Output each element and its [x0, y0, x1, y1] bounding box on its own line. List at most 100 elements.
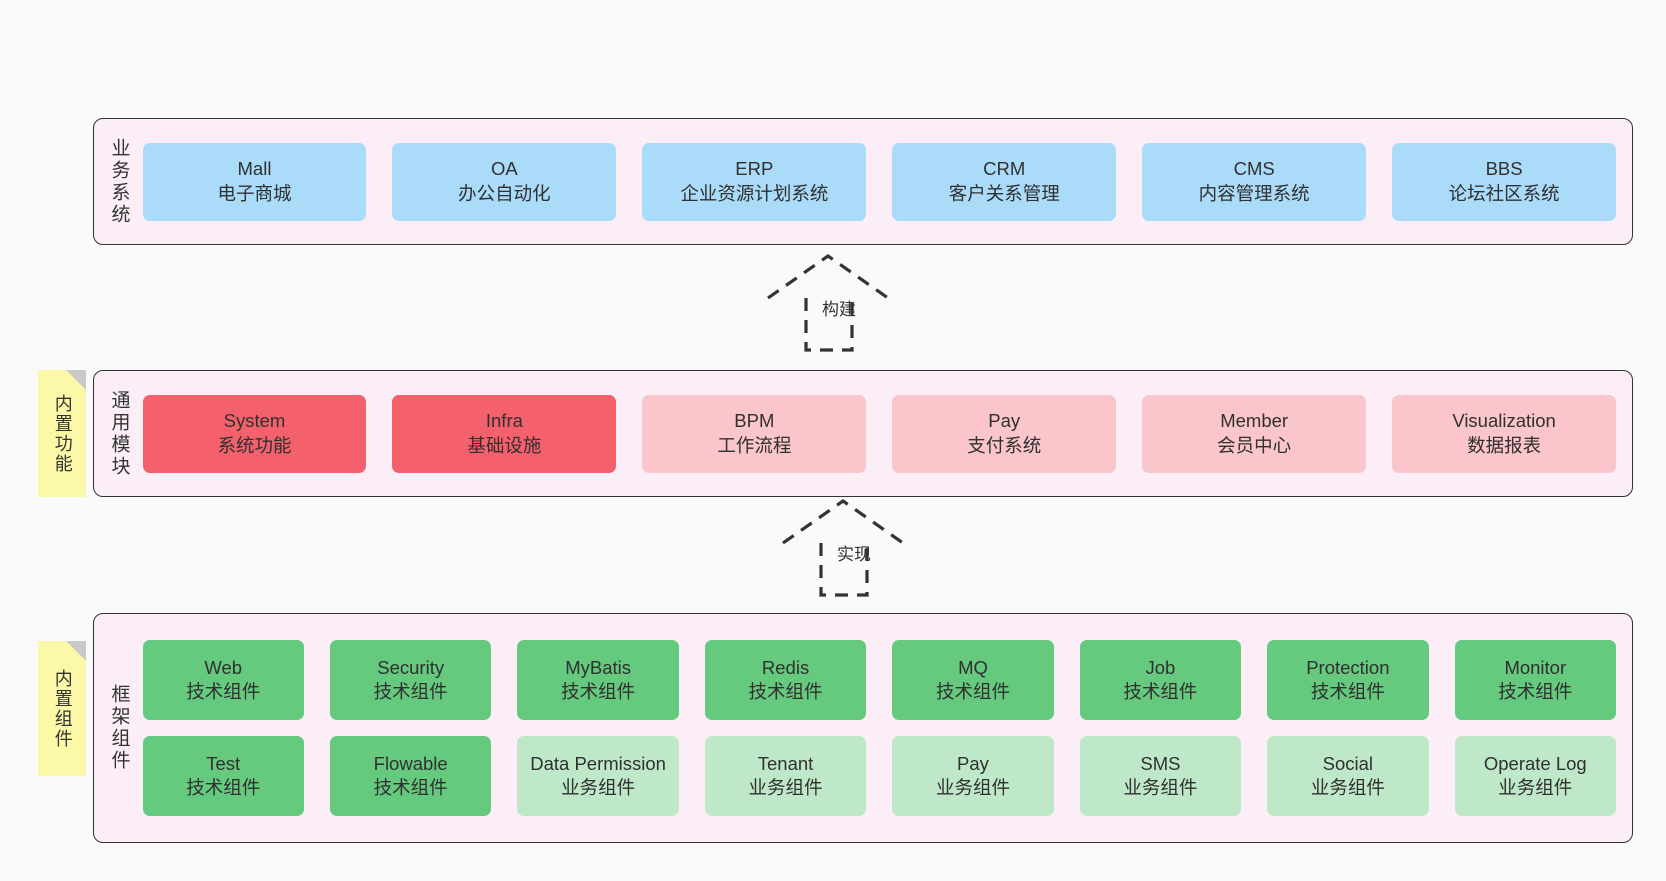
card-member[interactable]: Member 会员中心	[1142, 394, 1367, 473]
card-subtitle: 技术组件	[373, 777, 448, 798]
card-title: MQ	[958, 656, 988, 678]
card-mall[interactable]: Mall 电子商城	[142, 142, 367, 221]
card-subtitle: 工作流程	[717, 434, 792, 456]
card-subtitle: 客户关系管理	[948, 182, 1060, 204]
card-subtitle: 会员中心	[1217, 434, 1292, 456]
card-title: Data Permission	[530, 752, 666, 774]
card-subtitle: 技术组件	[373, 681, 448, 702]
card-bpm[interactable]: BPM 工作流程	[642, 394, 867, 473]
note-builtin-component: 内置组件	[38, 641, 86, 776]
card-subtitle: 业务组件	[748, 777, 823, 798]
card-title: System	[223, 410, 286, 432]
card-title: CRM	[983, 158, 1026, 180]
card-subtitle: 业务组件	[1498, 777, 1573, 798]
dashed-generalization-arrow-icon	[767, 254, 889, 352]
card-subtitle: 技术组件	[935, 681, 1010, 702]
card-title: Pay	[988, 410, 1021, 432]
card-sms[interactable]: SMS 业务组件	[1079, 736, 1242, 816]
card-subtitle: 系统功能	[217, 434, 292, 456]
note-fold-corner-icon	[66, 641, 86, 661]
card-title: BBS	[1485, 158, 1523, 180]
card-subtitle: 数据报表	[1467, 434, 1542, 456]
connector-build-label: 构建	[822, 300, 856, 319]
card-mybatis[interactable]: MyBatis 技术组件	[517, 640, 679, 720]
layer-framework-components: 框架组件 Web 技术组件 Security 技术组件 MyBatis 技术组件…	[93, 613, 1633, 843]
card-test[interactable]: Test 技术组件	[142, 736, 304, 816]
card-title: OA	[491, 158, 518, 180]
framework-card-row-1: Web 技术组件 Security 技术组件 MyBatis 技术组件 Redi…	[142, 640, 1617, 720]
card-oa[interactable]: OA 办公自动化	[392, 142, 617, 221]
card-subtitle: 业务组件	[561, 777, 636, 798]
card-title: Monitor	[1504, 656, 1567, 678]
dashed-generalization-arrow-icon	[782, 499, 904, 597]
card-subtitle: 技术组件	[1310, 681, 1385, 702]
card-redis[interactable]: Redis 技术组件	[704, 640, 867, 720]
card-subtitle: 办公自动化	[458, 182, 551, 204]
card-title: Member	[1220, 410, 1289, 432]
card-title: Security	[377, 656, 445, 678]
card-operate-log[interactable]: Operate Log 业务组件	[1454, 736, 1617, 816]
connector-implement-label: 实现	[837, 545, 871, 564]
card-visualization[interactable]: Visualization 数据报表	[1392, 394, 1617, 473]
card-title: Job	[1145, 656, 1176, 678]
framework-card-row-2: Test 技术组件 Flowable 技术组件 Data Permission …	[142, 736, 1617, 816]
card-title: MyBatis	[565, 656, 631, 678]
layer-common-modules: 通用模块 System 系统功能 Infra 基础设施 BPM 工作流程 Pay…	[93, 370, 1633, 497]
card-web[interactable]: Web 技术组件	[142, 640, 304, 720]
card-subtitle: 业务组件	[1310, 777, 1385, 798]
connector-build: 构建	[760, 250, 960, 360]
card-pay-component[interactable]: Pay 业务组件	[892, 736, 1054, 816]
card-subtitle: 技术组件	[186, 681, 261, 702]
card-title: Operate Log	[1483, 752, 1587, 774]
card-system[interactable]: System 系统功能	[142, 394, 367, 473]
card-title: Pay	[957, 752, 989, 774]
card-title: Test	[206, 752, 241, 774]
layer-common-title: 通用模块	[108, 389, 130, 478]
card-infra[interactable]: Infra 基础设施	[392, 394, 617, 473]
card-protection[interactable]: Protection 技术组件	[1267, 640, 1429, 720]
business-cards-area: Mall 电子商城 OA 办公自动化 ERP 企业资源计划系统 CRM 客户关系…	[135, 119, 1632, 244]
card-subtitle: 内容管理系统	[1198, 182, 1310, 204]
note-builtin-component-label: 内置组件	[52, 668, 73, 749]
card-title: Mall	[237, 158, 272, 180]
card-subtitle: 业务组件	[935, 777, 1010, 798]
card-social[interactable]: Social 业务组件	[1267, 736, 1429, 816]
card-title: Visualization	[1452, 410, 1556, 432]
business-card-row: Mall 电子商城 OA 办公自动化 ERP 企业资源计划系统 CRM 客户关系…	[142, 142, 1617, 221]
card-title: Flowable	[373, 752, 448, 774]
card-monitor[interactable]: Monitor 技术组件	[1454, 640, 1617, 720]
card-title: Web	[204, 656, 243, 678]
layer-framework-title: 框架组件	[108, 684, 130, 772]
common-card-row: System 系统功能 Infra 基础设施 BPM 工作流程 Pay 支付系统…	[142, 394, 1617, 473]
card-erp[interactable]: ERP 企业资源计划系统	[642, 142, 867, 221]
card-title: Social	[1322, 752, 1374, 774]
card-security[interactable]: Security 技术组件	[329, 640, 492, 720]
card-title: SMS	[1140, 752, 1181, 774]
card-tenant[interactable]: Tenant 业务组件	[704, 736, 867, 816]
card-cms[interactable]: CMS 内容管理系统	[1142, 142, 1367, 221]
card-subtitle: 技术组件	[186, 777, 261, 798]
card-job[interactable]: Job 技术组件	[1079, 640, 1242, 720]
card-bbs[interactable]: BBS 论坛社区系统	[1392, 142, 1617, 221]
layer-business-systems: 业务系统 Mall 电子商城 OA 办公自动化 ERP 企业资源计划系统 CRM…	[93, 118, 1633, 245]
card-subtitle: 技术组件	[748, 681, 823, 702]
card-subtitle: 技术组件	[561, 681, 636, 702]
card-title: Tenant	[757, 752, 814, 774]
framework-cards-area: Web 技术组件 Security 技术组件 MyBatis 技术组件 Redi…	[135, 614, 1632, 842]
common-cards-area: System 系统功能 Infra 基础设施 BPM 工作流程 Pay 支付系统…	[135, 371, 1632, 496]
connector-implement: 实现	[775, 495, 975, 605]
card-subtitle: 技术组件	[1498, 681, 1573, 702]
note-fold-corner-icon	[66, 370, 86, 390]
card-subtitle: 论坛社区系统	[1448, 182, 1560, 204]
card-subtitle: 基础设施	[467, 434, 542, 456]
card-title: Infra	[485, 410, 523, 432]
card-crm[interactable]: CRM 客户关系管理	[892, 142, 1117, 221]
card-data-permission[interactable]: Data Permission 业务组件	[517, 736, 679, 816]
note-builtin-function-label: 内置功能	[52, 393, 73, 474]
card-title: Protection	[1306, 656, 1390, 678]
card-mq[interactable]: MQ 技术组件	[892, 640, 1054, 720]
card-flowable[interactable]: Flowable 技术组件	[329, 736, 492, 816]
card-title: ERP	[735, 158, 774, 180]
card-pay-module[interactable]: Pay 支付系统	[892, 394, 1117, 473]
